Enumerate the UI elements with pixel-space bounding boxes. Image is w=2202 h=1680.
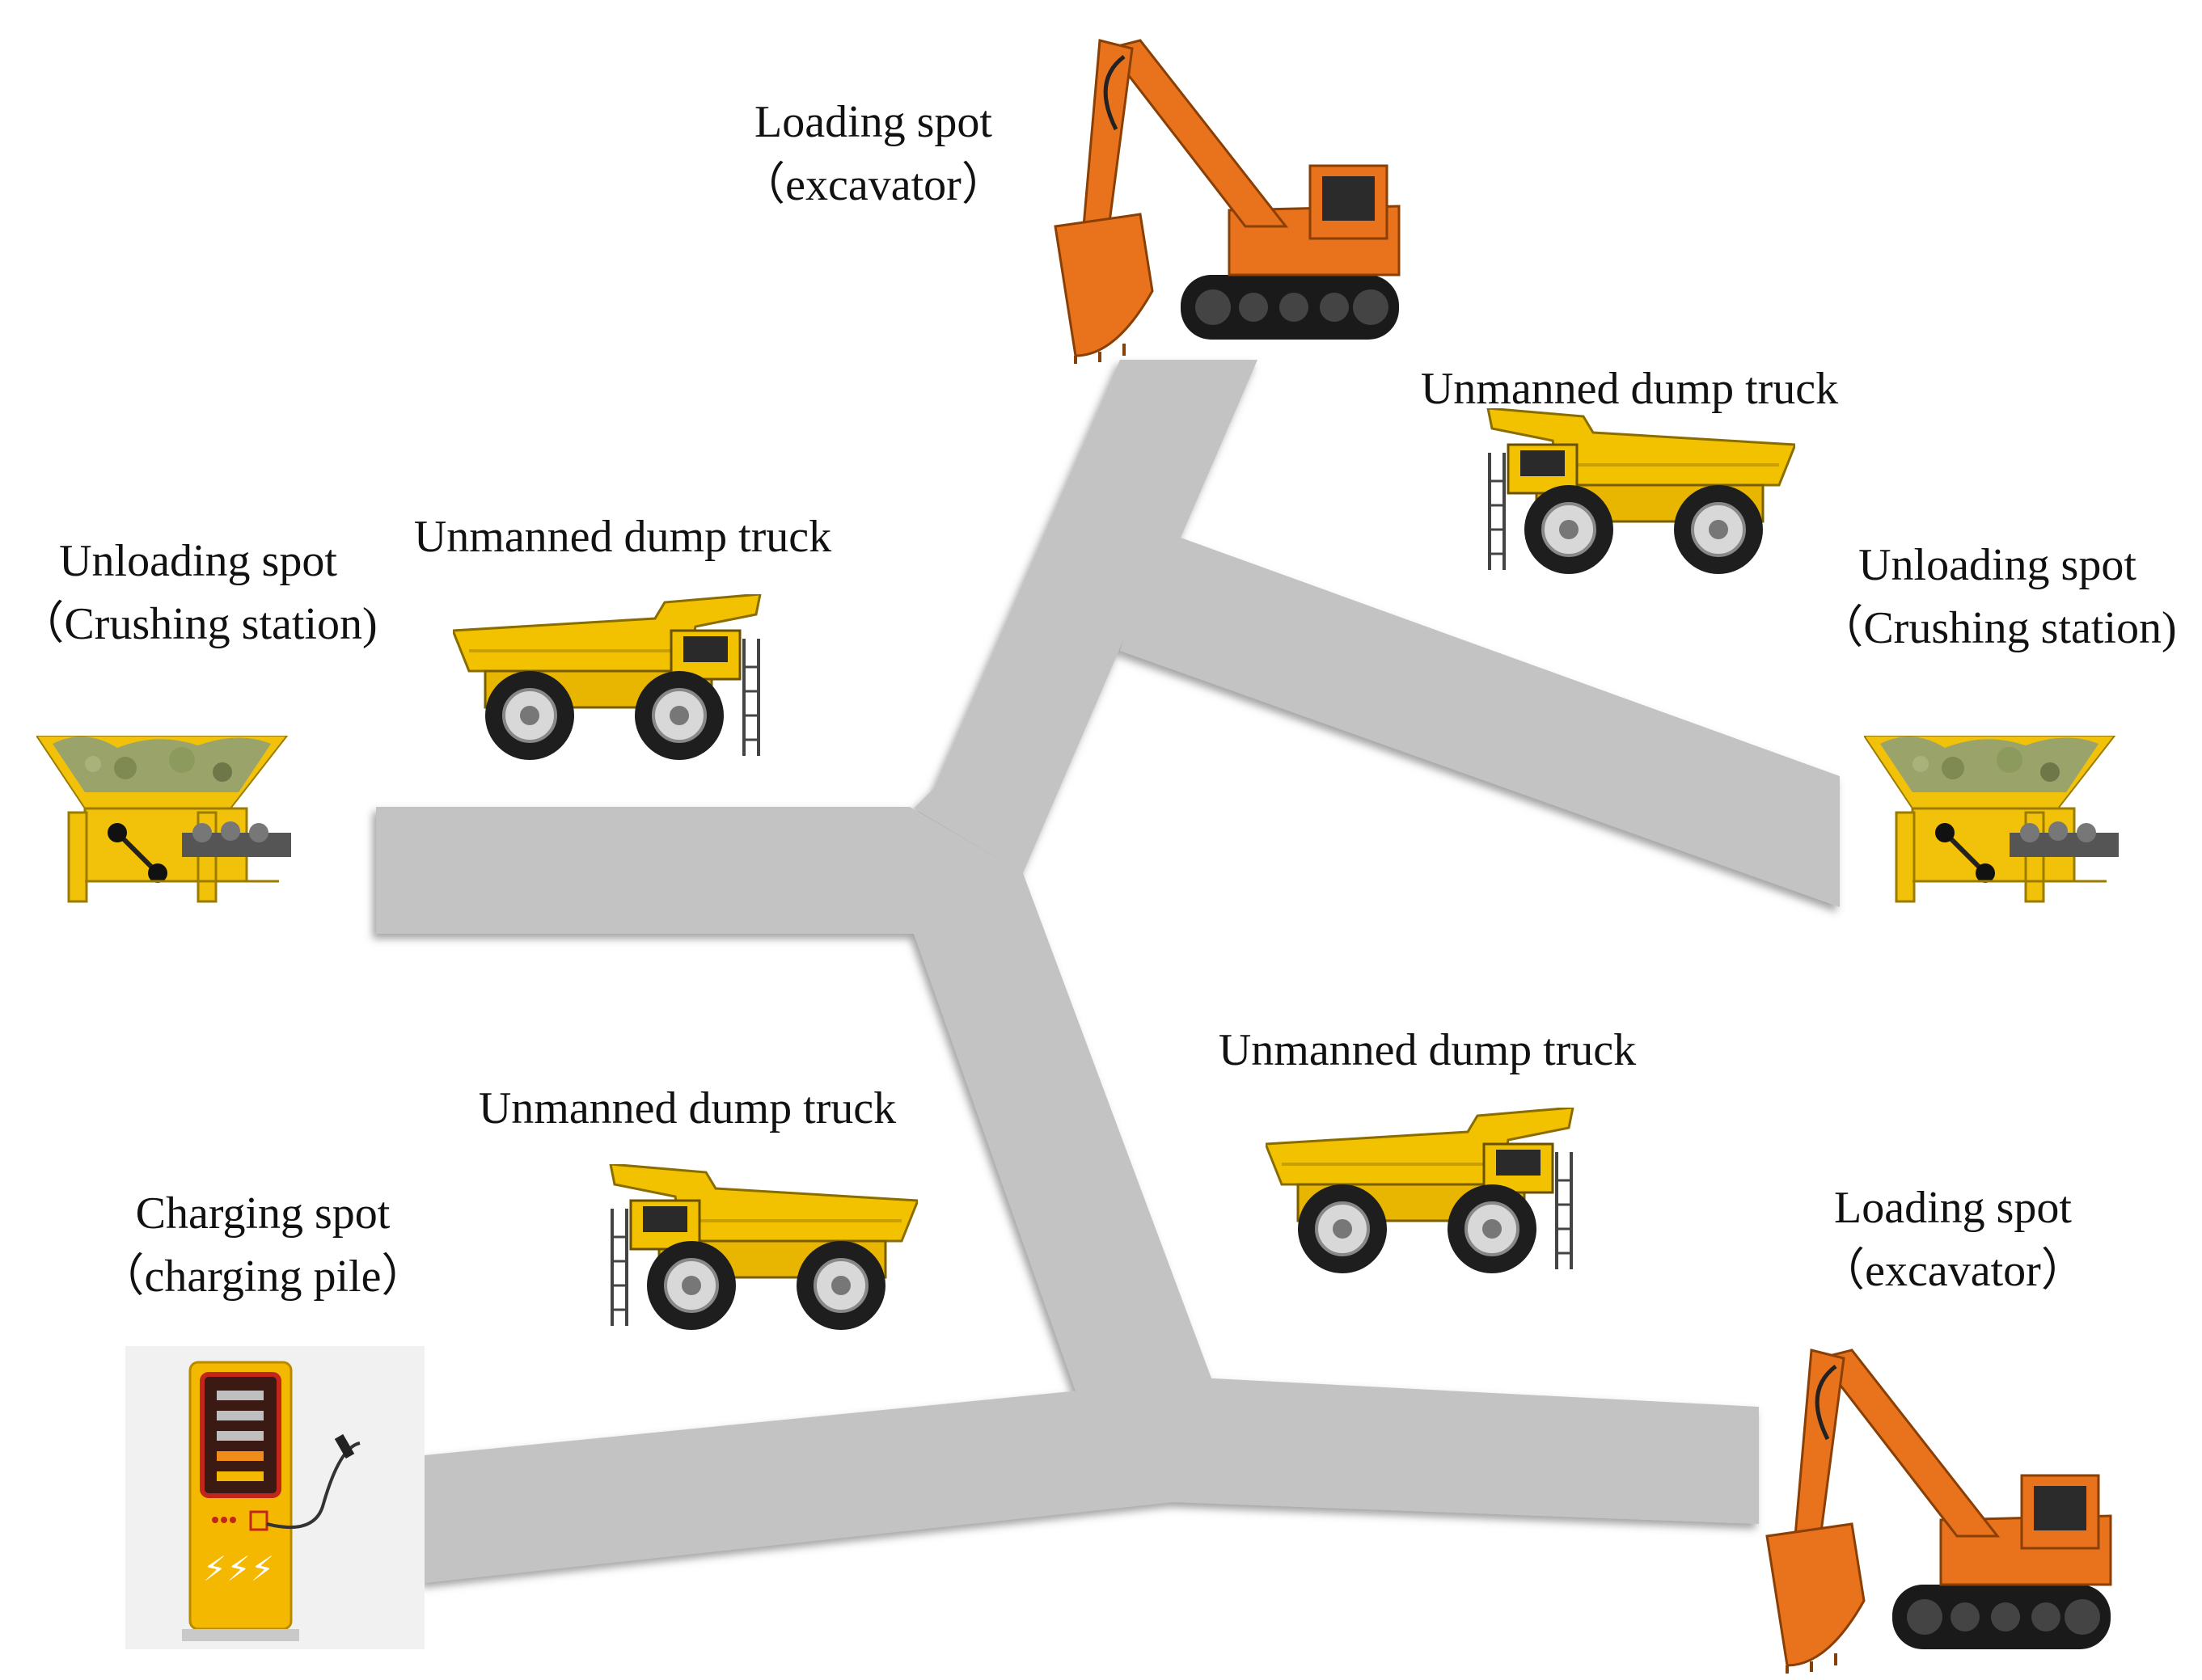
charging-pile-icon: ⚡⚡⚡ (125, 1346, 425, 1649)
label-unloading-right: Unloading spot （Crushing station) (1807, 534, 2187, 660)
crushing-station-icon (1864, 736, 2119, 901)
label-truck-upper-right: Unmanned dump truck (1420, 364, 1839, 414)
label-charging: Charging spot （charging pile） (85, 1182, 441, 1308)
dump-truck-icon (609, 1164, 918, 1332)
road-bottom (425, 1378, 1759, 1583)
label-loading-top: Loading spot （excavator） (728, 91, 1019, 217)
dump-truck-icon (1486, 408, 1795, 576)
label-unloading-left: Unloading spot （Crushing station) (8, 530, 388, 656)
road-middle (914, 873, 1213, 1403)
excavator-icon (1055, 40, 1399, 364)
dump-truck-icon (1266, 1108, 1574, 1275)
label-loading-top-line2: （excavator） (740, 160, 1007, 210)
label-unloading-right-line1: Unloading spot (1858, 540, 2136, 590)
crushing-station-icon (36, 736, 291, 901)
label-unloading-right-line2: （Crushing station) (1818, 603, 2177, 653)
label-unloading-left-line2: （Crushing station) (19, 599, 378, 649)
road-top (914, 360, 1257, 873)
label-loading-bottom-line2: （excavator） (1820, 1246, 2086, 1296)
excavator-icon (1767, 1350, 2111, 1674)
road-left (376, 807, 1023, 934)
label-loading-top-line1: Loading spot (754, 97, 992, 147)
road-upper-right (1120, 538, 1840, 907)
label-loading-bottom-line1: Loading spot (1834, 1183, 2072, 1233)
svg-text:⚡⚡⚡: ⚡⚡⚡ (203, 1549, 274, 1589)
label-charging-line1: Charging spot (135, 1188, 391, 1239)
label-truck-upper-left: Unmanned dump truck (413, 512, 832, 562)
dump-truck-icon (453, 594, 762, 762)
label-truck-lower-left: Unmanned dump truck (478, 1083, 897, 1133)
label-loading-bottom: Loading spot （excavator） (1807, 1176, 2098, 1302)
label-unloading-left-line1: Unloading spot (59, 536, 337, 586)
road-network (376, 360, 1840, 1583)
label-charging-line2: （charging pile） (99, 1252, 427, 1302)
label-truck-lower-right: Unmanned dump truck (1218, 1025, 1637, 1075)
